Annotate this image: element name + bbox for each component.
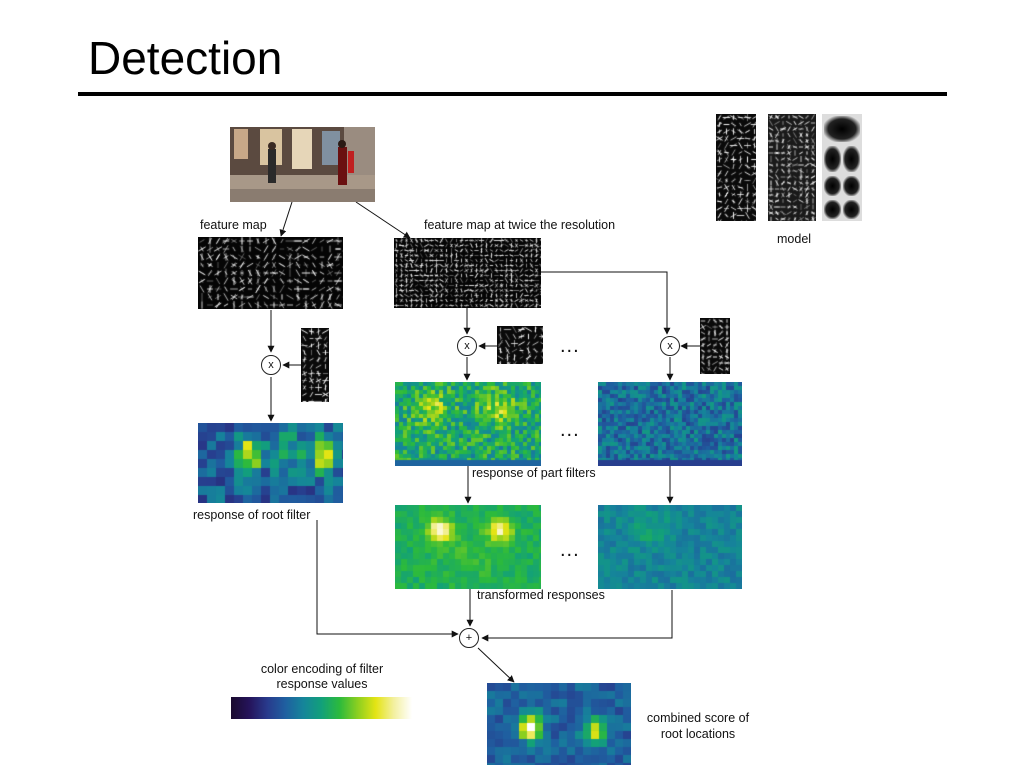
- feature-map-2x-label: feature map at twice the resolution: [424, 218, 616, 232]
- model-root-filter: [716, 114, 756, 221]
- multiply-operator-part-n: x: [660, 336, 680, 356]
- add-operator: +: [459, 628, 479, 648]
- feature-map: [198, 237, 343, 309]
- model-label: model: [777, 232, 812, 246]
- model-part-filters: [768, 114, 816, 221]
- feature-map-label: feature map: [200, 218, 267, 232]
- part-filter-response-1: [395, 382, 541, 466]
- root-filter-response: [198, 423, 343, 503]
- response-parts-label: response of part filters: [472, 466, 596, 480]
- transformed-label: transformed responses: [477, 588, 605, 602]
- combined-label-line1: combined score of: [646, 711, 750, 725]
- combined-score-map: [487, 683, 631, 765]
- transformed-response-1: [395, 505, 541, 589]
- part-filter-1: [497, 326, 543, 364]
- feature-map-2x: [394, 238, 541, 308]
- input-photo: [230, 127, 375, 202]
- ellipsis-part-responses: ...: [560, 419, 580, 441]
- ellipsis-filters: ...: [560, 335, 580, 357]
- color-encoding-bar: [231, 697, 412, 719]
- part-filter-response-n: [598, 382, 742, 466]
- part-filter-n: [700, 318, 730, 374]
- title-underline: [78, 92, 947, 96]
- model-deformation: [822, 114, 862, 221]
- multiply-operator-part-1: x: [457, 336, 477, 356]
- slide-title: Detection: [88, 32, 283, 84]
- response-root-label: response of root filter: [193, 508, 311, 522]
- root-filter: [301, 328, 329, 402]
- transformed-response-n: [598, 505, 742, 589]
- multiply-operator-root: x: [261, 355, 281, 375]
- combined-label-line2: root locations: [660, 727, 736, 741]
- color-encoding-label-line2: response values: [276, 677, 368, 691]
- ellipsis-transformed: ...: [560, 539, 580, 561]
- color-encoding-label-line1: color encoding of filter: [260, 662, 384, 676]
